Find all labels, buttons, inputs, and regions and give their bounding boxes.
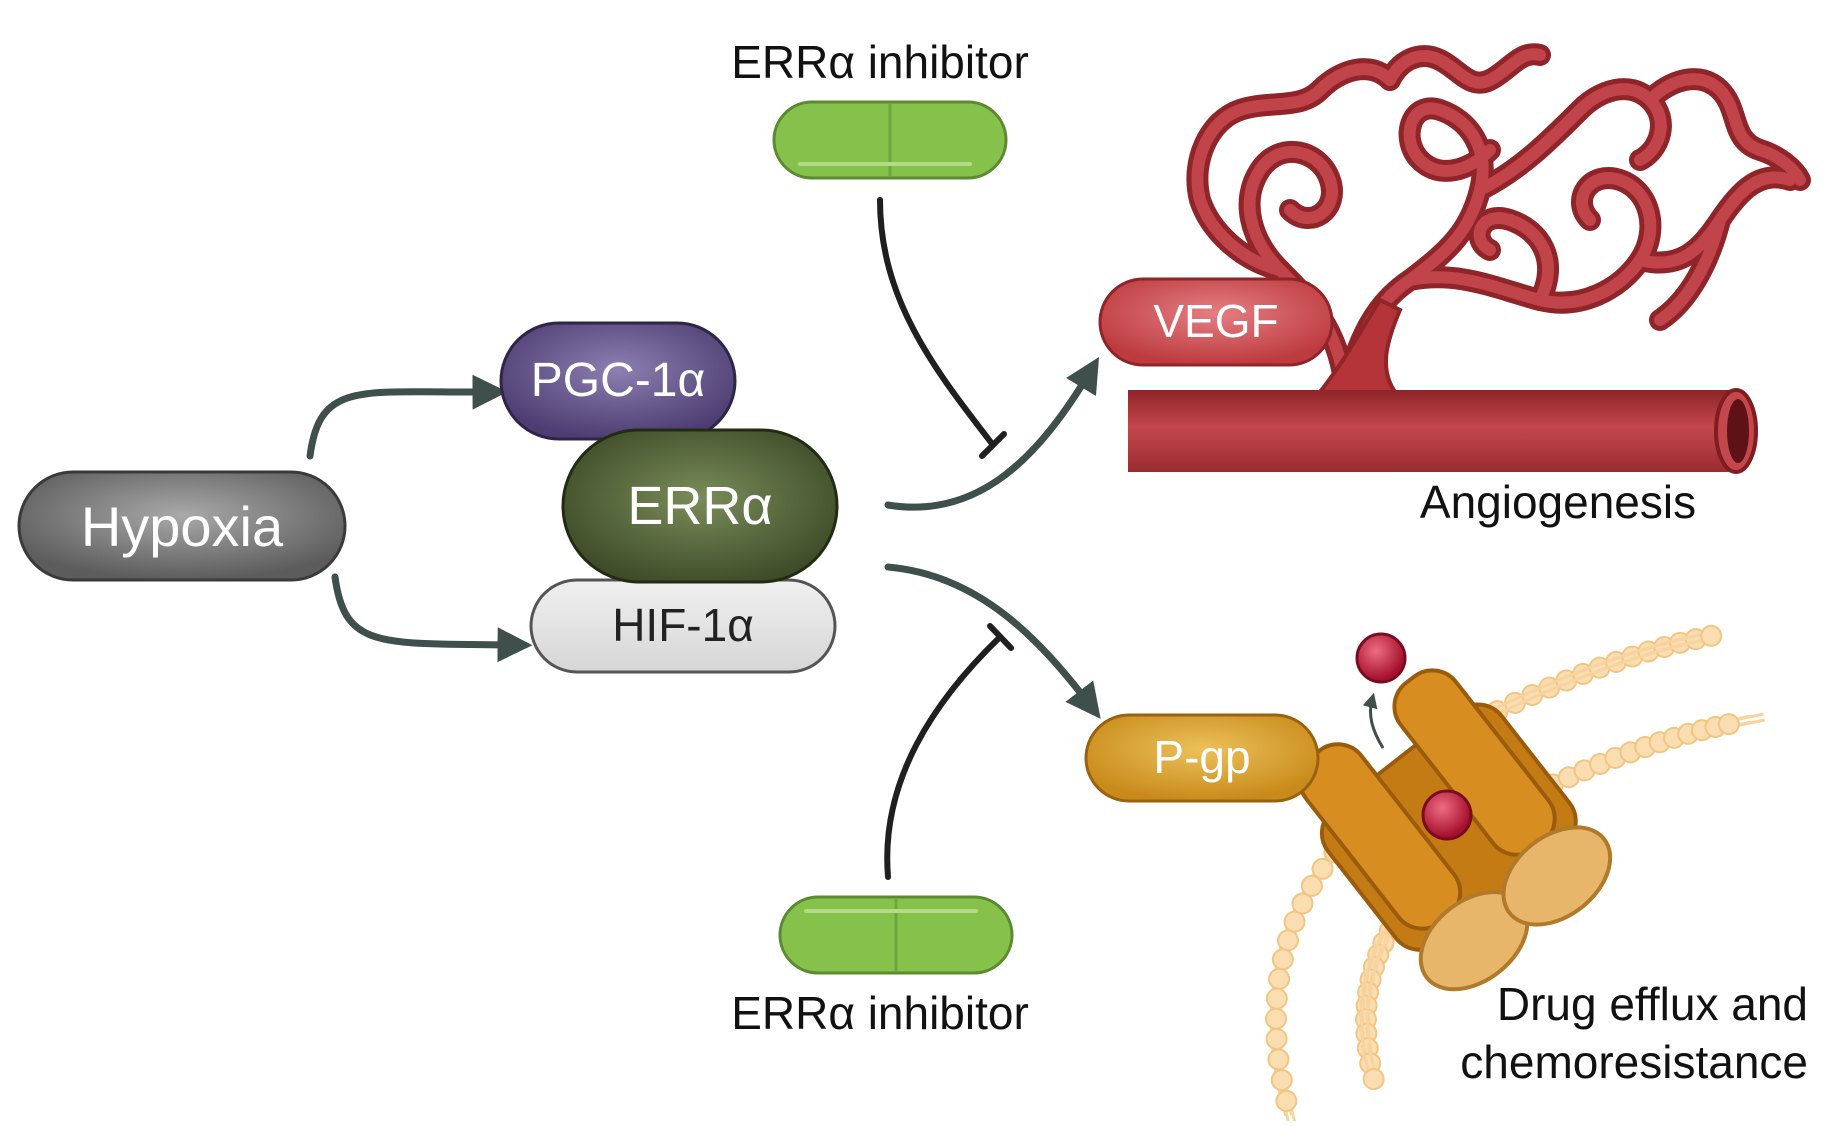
- efflux-arrow: [1370, 700, 1383, 748]
- drug-molecule-inside: [1423, 791, 1471, 839]
- blood-vessel-illustration: [1128, 54, 1800, 472]
- pgp-transporter-illustration: [1276, 634, 1629, 1009]
- pgc1a-label: PGC-1α: [531, 354, 705, 407]
- erra-node: ERRα: [563, 430, 837, 582]
- drug-molecule-outside: [1357, 634, 1405, 682]
- inhibitor-pill-top: [774, 102, 1006, 178]
- arrow-hypoxia-to-hif1a: [335, 577, 515, 645]
- hypoxia-node: Hypoxia: [19, 472, 345, 580]
- lipid-molecule: [1274, 1089, 1305, 1121]
- lipid-molecule: [1717, 707, 1766, 736]
- inhibitor-pill-bottom: [780, 897, 1012, 973]
- arrow-hypoxia-to-pgc1a: [310, 392, 490, 456]
- inhibition-line-bottom: [887, 626, 1011, 877]
- angiogenesis-label: Angiogenesis: [1420, 476, 1696, 528]
- inhibitor-top-label: ERRα inhibitor: [731, 36, 1029, 88]
- arrow-erra-to-pgp: [888, 567, 1090, 705]
- pgp-label: P-gp: [1153, 731, 1250, 783]
- inhibitor-bottom-label: ERRα inhibitor: [731, 987, 1029, 1039]
- hypoxia-label: Hypoxia: [81, 495, 284, 558]
- vegf-node: VEGF: [1100, 279, 1332, 365]
- inhibition-line-top: [880, 200, 1004, 456]
- hif1a-label: HIF-1α: [612, 599, 754, 651]
- efflux-label-line2: chemoresistance: [1460, 1036, 1808, 1088]
- pgc1a-node: PGC-1α: [501, 323, 735, 439]
- hif1a-node: HIF-1α: [531, 580, 835, 672]
- erra-label: ERRα: [627, 476, 772, 536]
- pgp-node: P-gp: [1086, 715, 1318, 801]
- efflux-label-line1: Drug efflux and: [1497, 978, 1808, 1030]
- vegf-label: VEGF: [1153, 295, 1278, 347]
